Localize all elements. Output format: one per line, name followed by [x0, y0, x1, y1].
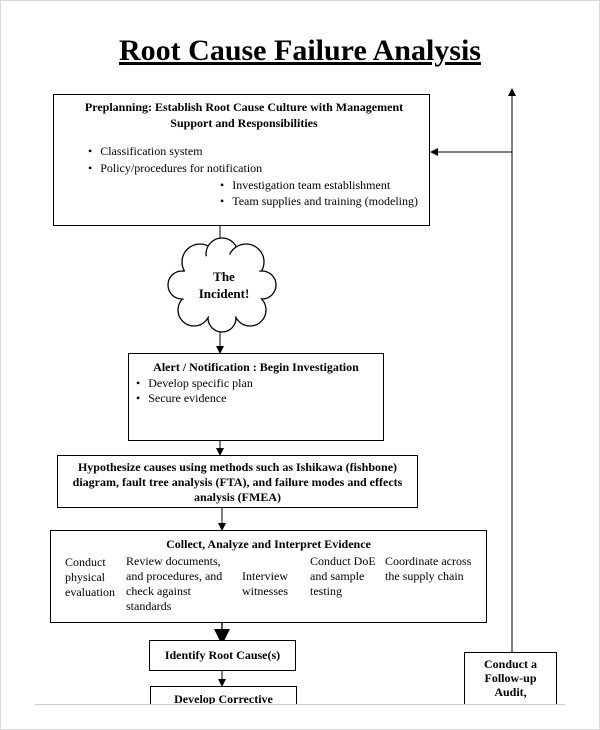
- develop-text: Develop Corrective: [174, 692, 273, 704]
- list-item: Classification system: [88, 143, 262, 160]
- flow-connectors: [167, 88, 516, 687]
- followup-audit-box: Conduct a Follow-up Audit,: [464, 652, 557, 704]
- identify-text: Identify Root Cause(s): [164, 648, 281, 662]
- document-title: Root Cause Failure Analysis: [119, 34, 481, 67]
- collect-box: Collect, Analyze and Interpret Evidence …: [50, 530, 487, 623]
- incident-cloud-label: The Incident!: [180, 268, 268, 302]
- identify-root-cause-box: Identify Root Cause(s): [149, 640, 296, 671]
- list-item: Investigation team establishment: [220, 177, 418, 193]
- incident-line1: The: [213, 269, 235, 284]
- list-item: Team supplies and training (modeling): [220, 193, 418, 209]
- page-bottom-divider: [35, 704, 565, 705]
- list-item: Develop specific plan: [136, 376, 383, 391]
- followup-text: Conduct a Follow-up Audit,: [483, 657, 537, 699]
- alert-heading: Alert / Notification : Begin Investigati…: [153, 360, 359, 374]
- preplanning-heading: Preplanning: Establish Root Cause Cultur…: [84, 100, 404, 130]
- list-item: Secure evidence: [136, 391, 383, 406]
- collect-column: Review documents, and procedures, and ch…: [126, 554, 223, 613]
- collect-heading: Collect, Analyze and Interpret Evidence: [166, 537, 371, 551]
- collect-column: Conduct DoE and sample testing: [310, 554, 376, 598]
- hypothesize-text: Hypothesize causes using methods such as…: [72, 460, 403, 504]
- hypothesize-box: Hypothesize causes using methods such as…: [57, 455, 418, 508]
- document-page: Root Cause Failure Analysis Preplanning:…: [0, 0, 600, 704]
- preplanning-box: Preplanning: Establish Root Cause Cultur…: [53, 94, 430, 226]
- incident-line2: Incident!: [198, 286, 250, 301]
- collect-column: Conduct physical evaluation: [65, 555, 115, 599]
- list-item: Policy/procedures for notification: [88, 160, 262, 177]
- collect-column: Interview witnesses: [242, 569, 288, 598]
- develop-corrective-box: Develop Corrective: [150, 686, 297, 704]
- alert-box: Alert / Notification : Begin Investigati…: [128, 353, 384, 441]
- collect-column: Coordinate across the supply chain: [385, 554, 472, 583]
